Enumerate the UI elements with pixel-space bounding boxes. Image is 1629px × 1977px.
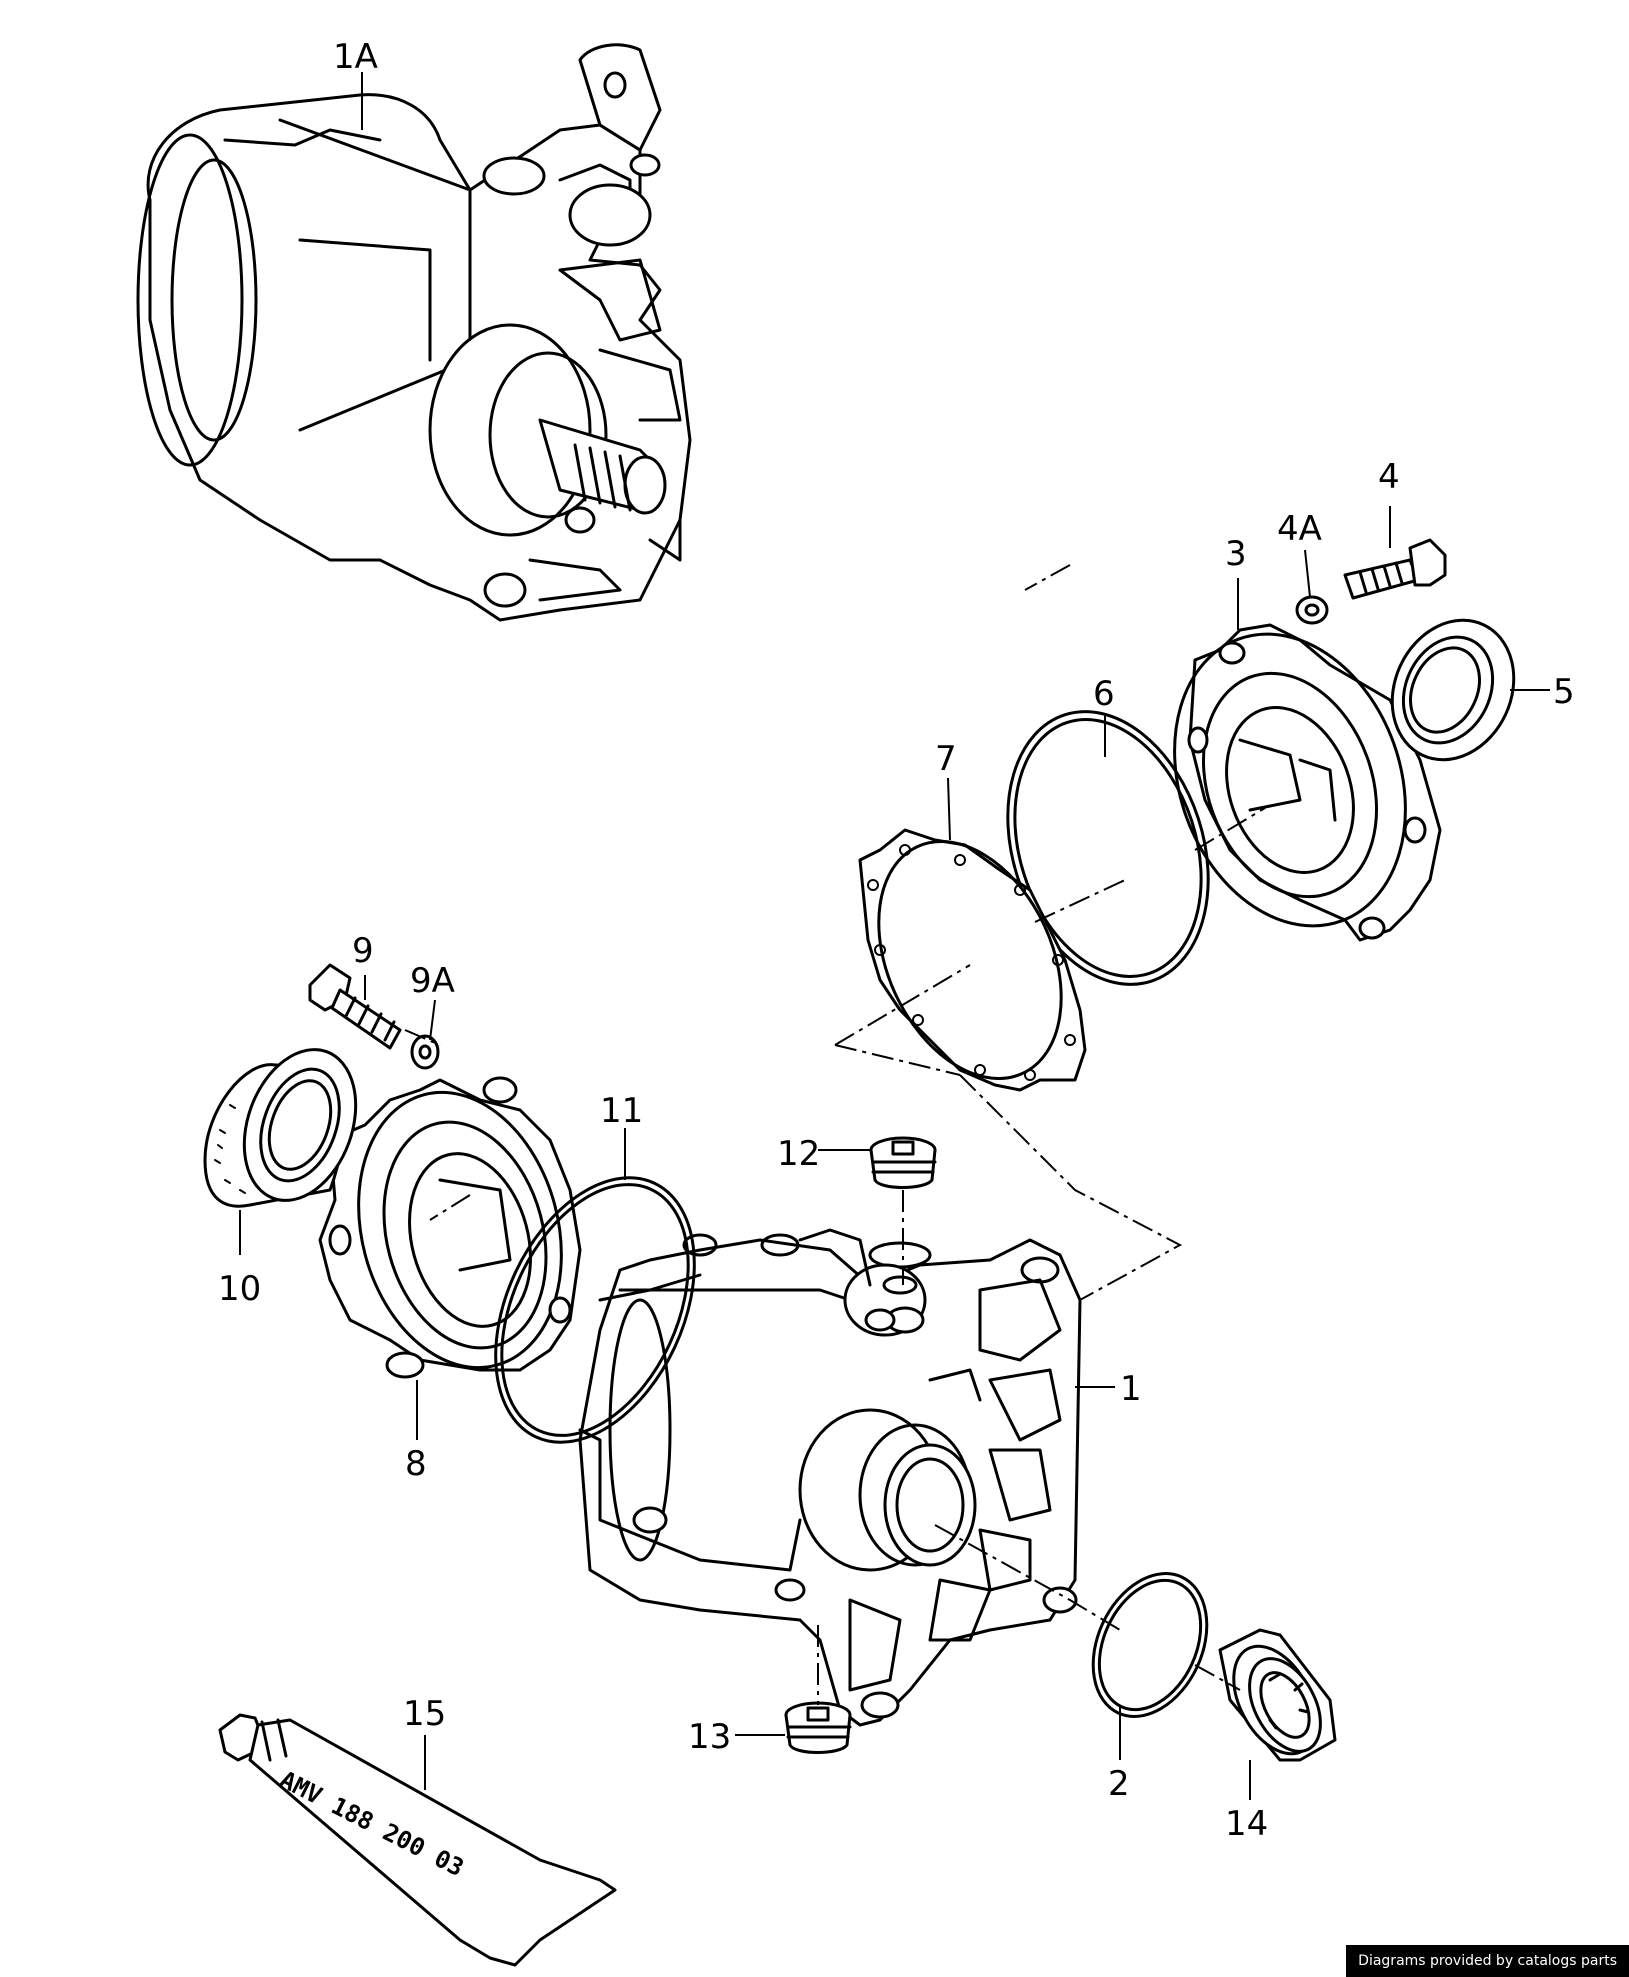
callout-4: 4 [1378, 457, 1400, 497]
o-ring-6 [1006, 710, 1210, 986]
callout-4a: 4A [1277, 509, 1322, 549]
callout-8: 8 [405, 1444, 427, 1484]
sealant-tube-15: AMV 188 200 03 [218, 1713, 617, 1967]
o-ring-11 [494, 1176, 696, 1444]
washer-4a [1295, 595, 1329, 625]
callout-15: 15 [403, 1694, 446, 1734]
housing-1 [578, 1228, 1082, 1727]
callout-12: 12 [777, 1134, 820, 1174]
washer-9a [410, 1034, 440, 1070]
callout-3: 3 [1225, 534, 1247, 574]
bolt-9 [308, 963, 402, 1050]
bolt-4 [1343, 538, 1447, 600]
callout-5: 5 [1553, 672, 1575, 712]
callout-6: 6 [1093, 674, 1115, 714]
assembly-lines [404, 564, 1266, 1705]
gasket-7 [858, 828, 1087, 1092]
callout-labels: 1A 4 4A 3 5 6 7 9 9A 11 12 10 1 8 15 13 … [218, 37, 1575, 1844]
assembly-1a [136, 43, 692, 622]
callout-14: 14 [1225, 1804, 1268, 1844]
callout-11: 11 [600, 1091, 643, 1131]
cover-3 [1173, 623, 1442, 942]
leader-lines [239, 72, 1550, 1800]
callout-9a: 9A [410, 961, 455, 1001]
cover-8 [318, 1076, 582, 1379]
callout-10: 10 [218, 1269, 261, 1309]
plug-12 [869, 1136, 937, 1189]
o-ring-2 [1091, 1572, 1209, 1718]
sleeve-14 [1218, 1628, 1337, 1762]
callout-13: 13 [688, 1717, 731, 1757]
plug-13 [784, 1701, 852, 1754]
seal-5 [1390, 618, 1516, 762]
diagram-credit-badge: Diagrams provided by catalogs parts [1346, 1945, 1629, 1977]
callout-7: 7 [935, 739, 957, 779]
callout-9: 9 [352, 931, 374, 971]
callout-1a: 1A [333, 37, 378, 77]
seal-10 [203, 1048, 358, 1208]
callout-1: 1 [1120, 1369, 1142, 1409]
callout-2: 2 [1108, 1764, 1130, 1804]
